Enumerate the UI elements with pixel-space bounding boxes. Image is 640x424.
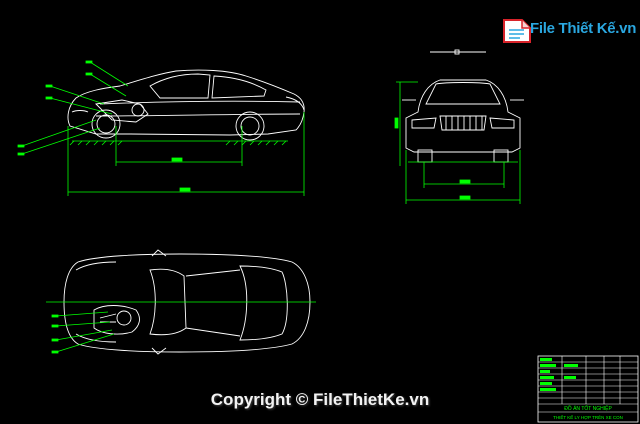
copyright-watermark: Copyright © FileThietKe.vn <box>210 390 430 409</box>
filethietke-logo: File Thiết Kế.vn <box>500 14 636 44</box>
front-ground <box>394 81 521 204</box>
title-block-line1: ĐỒ ÁN TỐT NGHIỆP <box>564 404 612 412</box>
logo-text: File Thiết Kế.vn <box>530 20 637 37</box>
side-view <box>67 69 305 141</box>
side-dimensions <box>17 60 305 196</box>
front-grille <box>439 115 487 131</box>
top-dimensions <box>46 301 316 354</box>
side-body-outline <box>67 69 305 136</box>
rear-wheel <box>235 111 265 141</box>
front-view <box>402 49 524 163</box>
side-windows <box>149 73 211 99</box>
title-block-line2: THIẾT KẾ LY HỢP TRÊN XE CON <box>553 413 623 420</box>
title-block: ĐỒ ÁN TỐT NGHIỆP THIẾT KẾ LY HỢP TRÊN XE… <box>537 355 639 423</box>
top-view <box>63 249 311 355</box>
front-wheel <box>91 109 121 139</box>
logo-mark-icon <box>503 19 531 43</box>
top-body-outline <box>63 253 311 353</box>
front-body-outline <box>405 79 521 153</box>
side-ground <box>69 140 288 146</box>
